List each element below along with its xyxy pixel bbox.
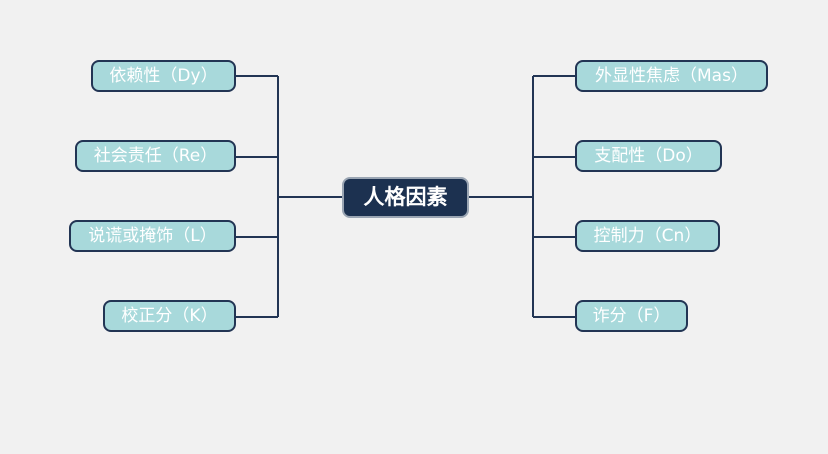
branch-node-infrequency-scale[interactable]: 诈分（F） [575,300,688,332]
branch-node-lie-scale[interactable]: 说谎或掩饰（L） [69,220,236,252]
branch-node-manifest-anxiety[interactable]: 外显性焦虑（Mas） [575,60,768,92]
branch-node-social-responsibility[interactable]: 社会责任（Re） [75,140,236,172]
branch-node-dominance[interactable]: 支配性（Do） [575,140,722,172]
branch-node-correction-scale[interactable]: 校正分（K） [103,300,236,332]
branch-node-control[interactable]: 控制力（Cn） [575,220,720,252]
branch-node-dependency[interactable]: 依赖性（Dy） [91,60,236,92]
central-topic[interactable]: 人格因素 [342,177,469,218]
